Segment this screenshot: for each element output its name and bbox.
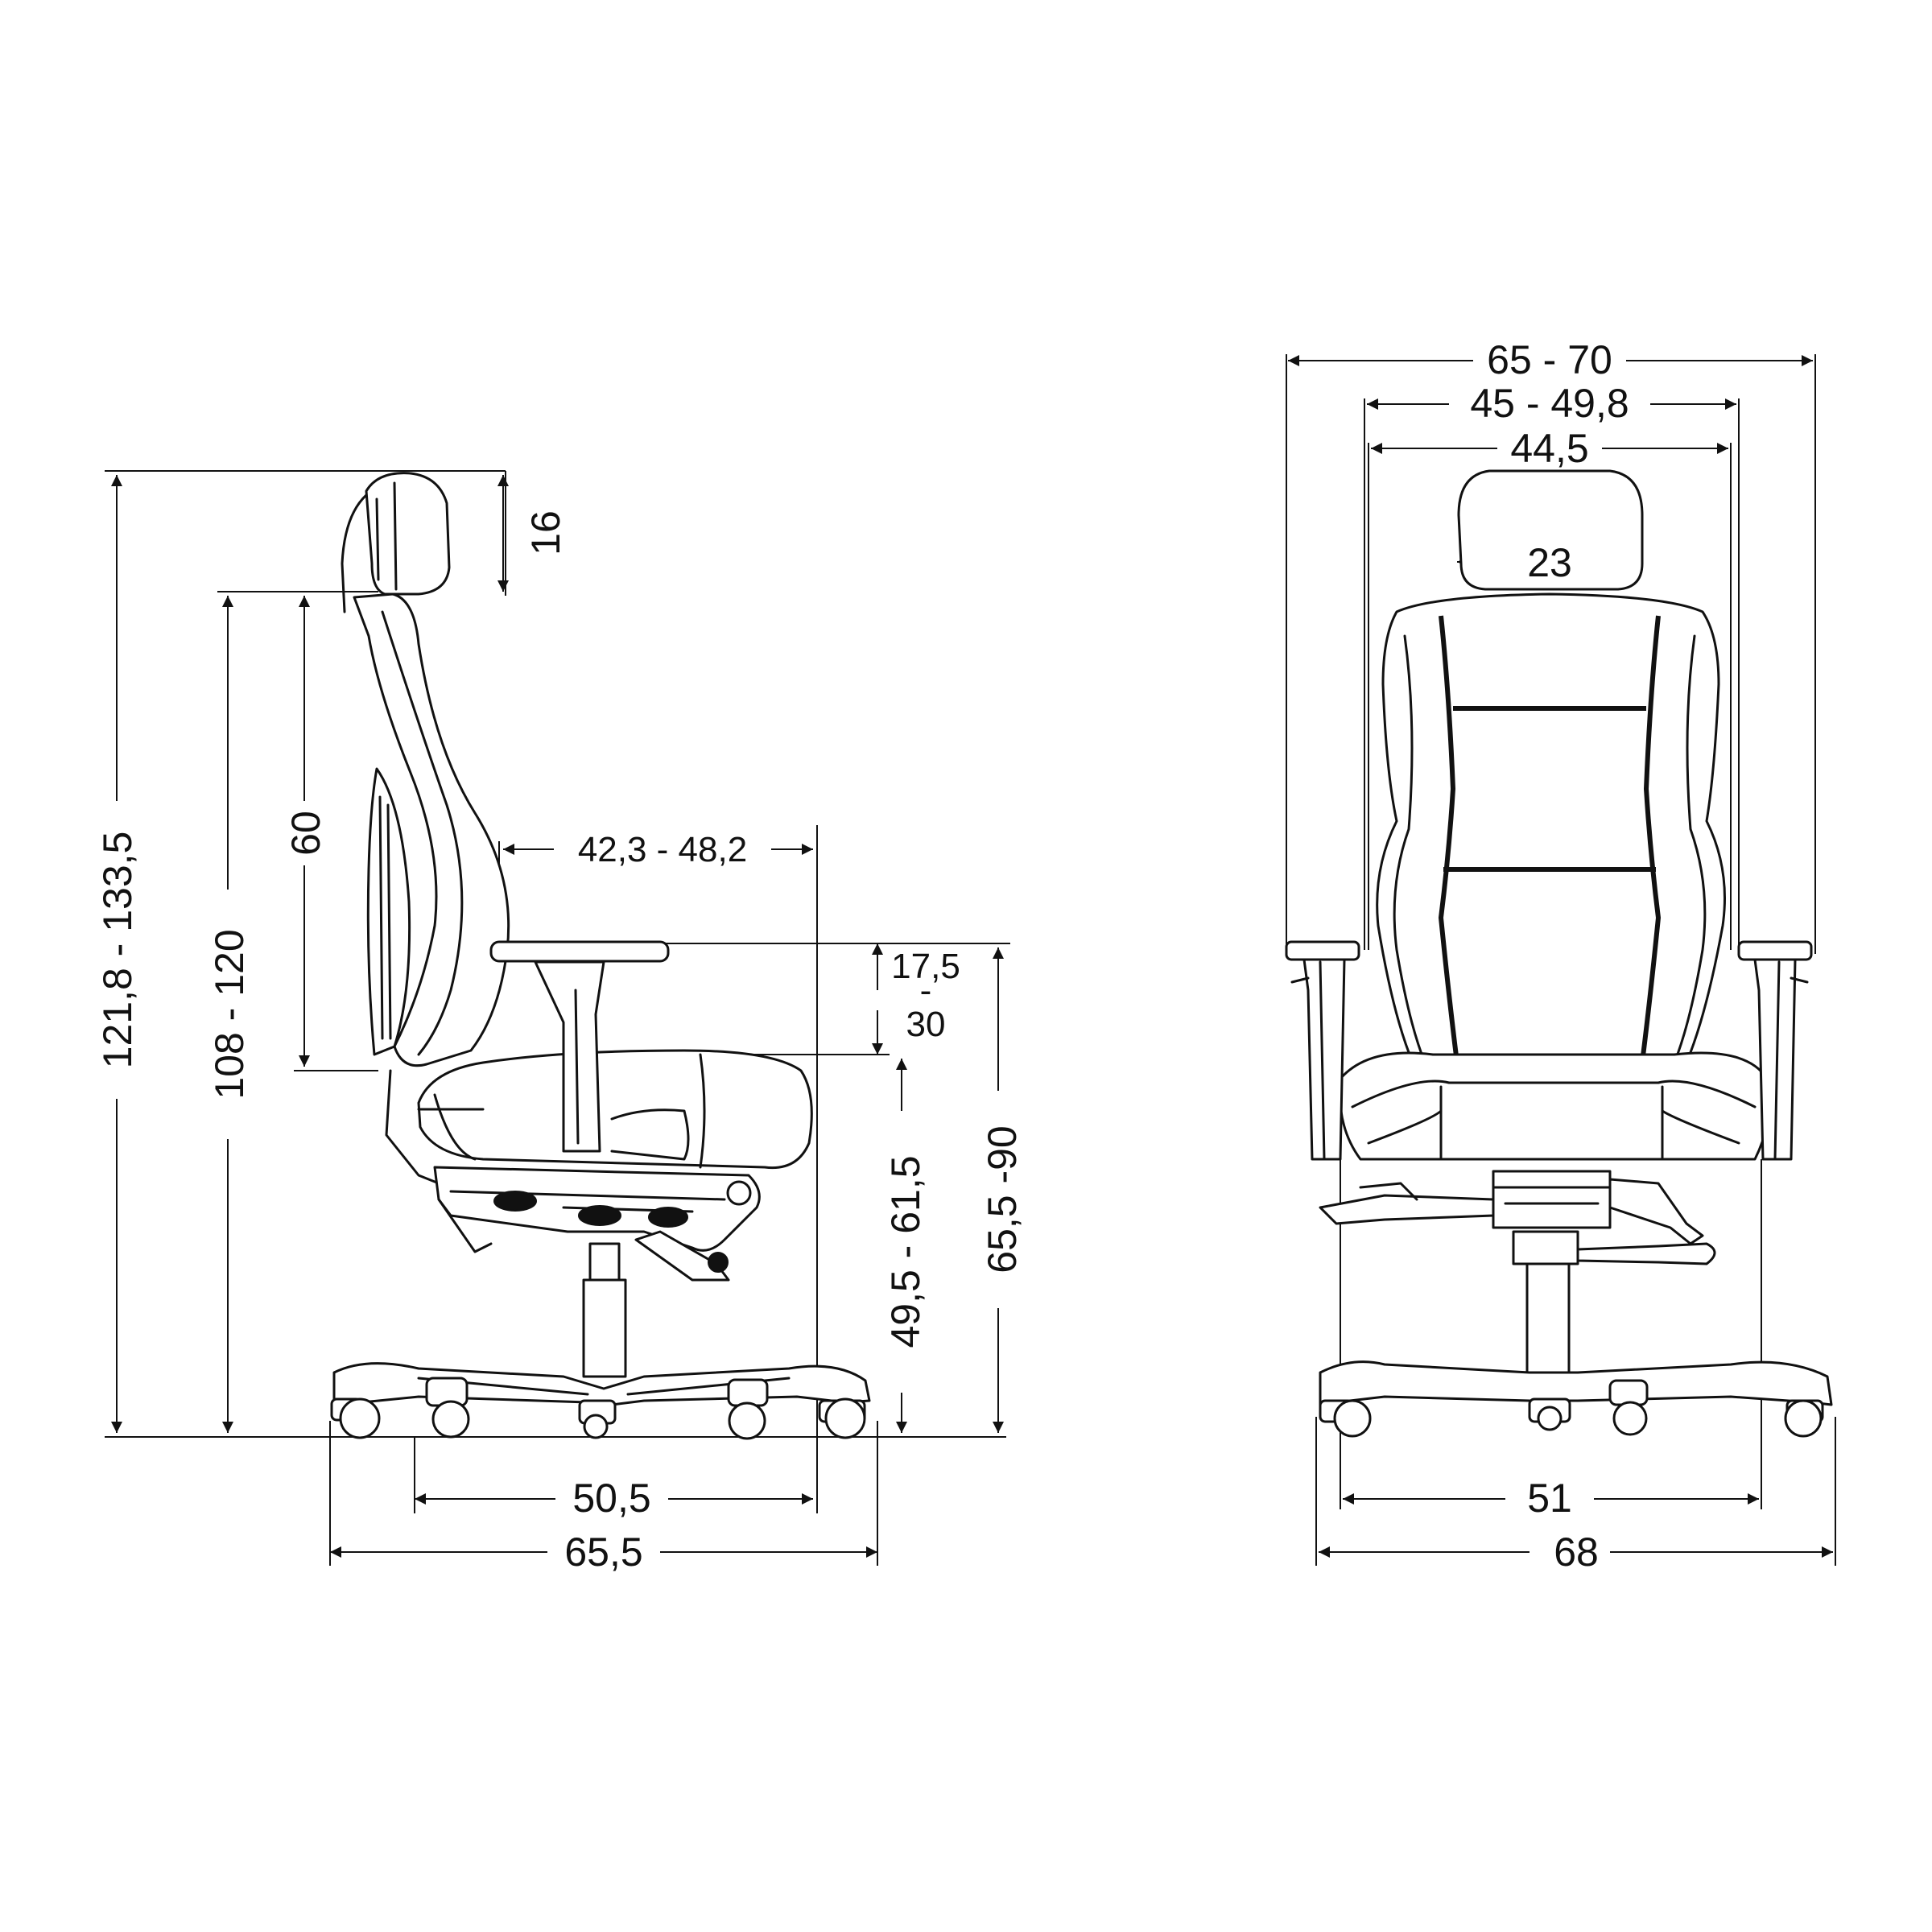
armrest-top-label: 17,5: [891, 947, 960, 986]
armrest-bottom-label: 30: [906, 1005, 946, 1044]
front-gas-cylinder: [1525, 1262, 1571, 1378]
headrest-width-label: 23: [1527, 540, 1572, 585]
front-headrest: [1457, 469, 1644, 591]
side-arm-post: [534, 960, 605, 1153]
front-armrest-right: [1737, 940, 1813, 961]
side-backrest: [353, 592, 510, 1067]
seat-height-label: 49,5 - 61,5: [883, 1155, 928, 1348]
headrest-height-label: 16: [523, 510, 568, 555]
backrest-width-label: 44,5: [1510, 426, 1588, 471]
front-view: 65 - 70 45 - 49,8 44,5 23 51 68: [1285, 336, 1836, 1575]
side-labels: 121,8 - 133,5 108 - 120 60 16 42,3 - 48,…: [93, 510, 1026, 1575]
armrest-width-label: 65 - 70: [1487, 337, 1612, 382]
front-seat: [1338, 1051, 1771, 1161]
side-seat: [417, 1049, 813, 1170]
side-armrest-pad: [489, 940, 670, 963]
front-base: [1319, 1360, 1833, 1406]
seat-width-label: 45 - 49,8: [1470, 381, 1629, 426]
front-mechanism: [1492, 1170, 1612, 1229]
armrest-dash-label: -: [920, 971, 932, 1010]
side-gas-cylinder: [588, 1242, 621, 1282]
armrest-front-label: 42,3 - 48,2: [578, 830, 747, 869]
side-view: 121,8 - 133,5 108 - 120 60 16 42,3 - 48,…: [93, 470, 1026, 1575]
base-width-label: 68: [1554, 1530, 1599, 1575]
front-armrest-left: [1285, 940, 1360, 961]
side-headrest: [365, 472, 451, 596]
armrest-floor-height-label: 65,5 -90: [980, 1125, 1025, 1273]
inner-base-width-label: 51: [1527, 1476, 1572, 1521]
base-depth-label: 65,5: [564, 1530, 642, 1575]
front-casters: [1319, 1379, 1824, 1438]
side-chair-illustration: [330, 472, 871, 1440]
front-labels: 65 - 70 45 - 49,8 44,5 23 51 68: [1449, 336, 1650, 1575]
seat-back-height-label: 108 - 120: [207, 929, 252, 1099]
front-backrest: [1376, 592, 1726, 1064]
side-casters: [330, 1377, 866, 1440]
overall-height-label: 121,8 - 133,5: [95, 832, 140, 1069]
front-chair-illustration: [1285, 469, 1833, 1438]
backrest-height-label: 60: [283, 811, 328, 856]
seat-depth-label: 50,5: [572, 1476, 650, 1521]
